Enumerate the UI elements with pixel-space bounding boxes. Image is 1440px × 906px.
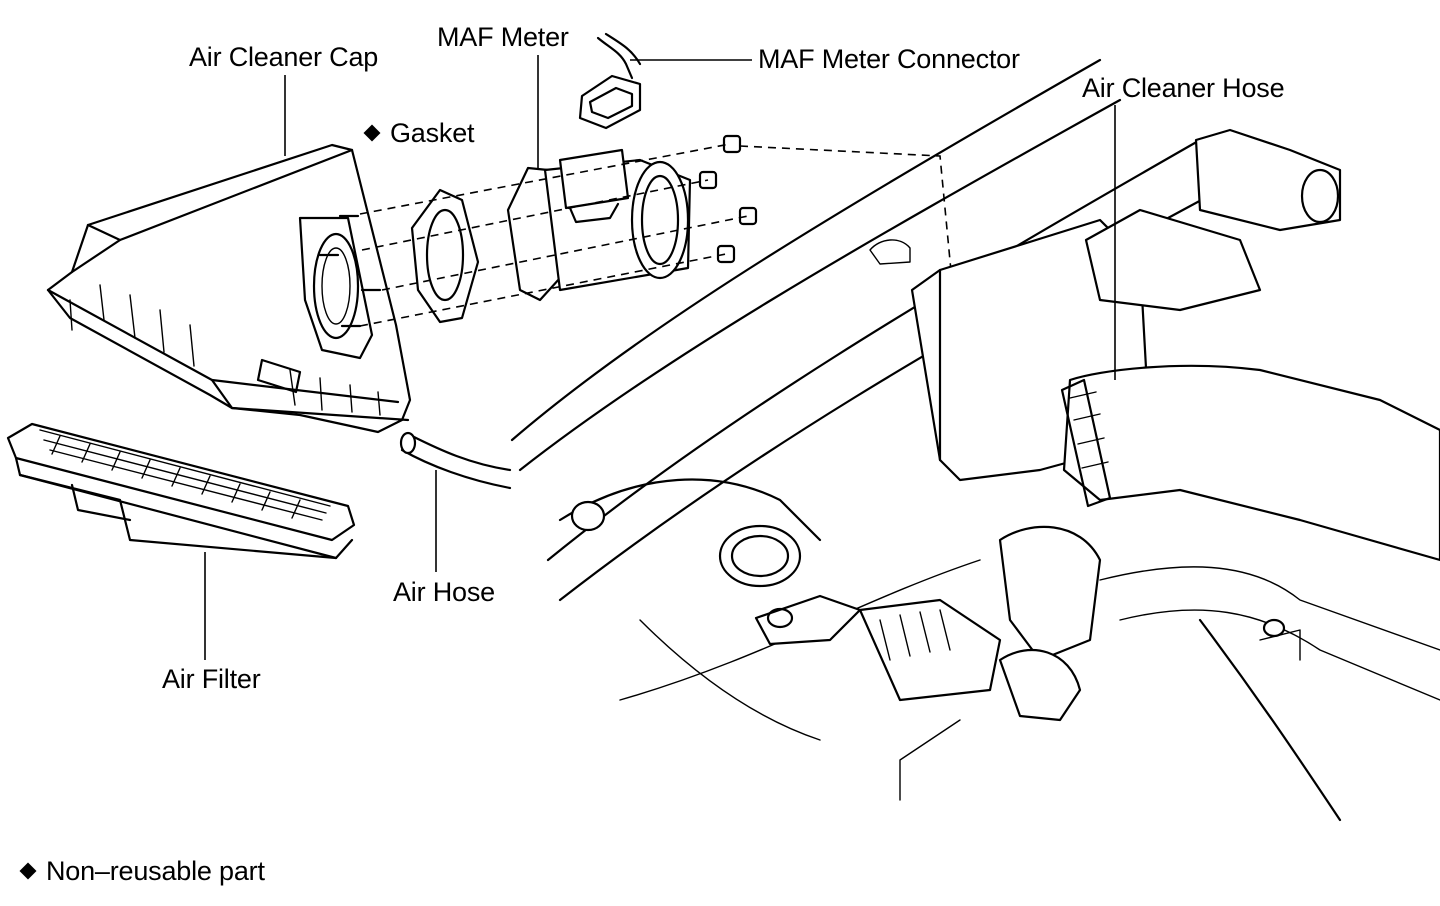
label-air-cleaner-hose: Air Cleaner Hose <box>1082 73 1285 103</box>
label-gasket: Gasket <box>363 118 475 148</box>
label-air-hose: Air Hose <box>393 577 495 607</box>
engine-bay-drawing <box>510 58 1440 822</box>
maf-connector-drawing <box>578 32 642 130</box>
air-filter-drawing <box>6 422 356 560</box>
label-maf-meter: MAF Meter <box>437 22 569 52</box>
label-air-cleaner-cap: Air Cleaner Cap <box>189 42 379 72</box>
leader-lines <box>204 55 1116 660</box>
label-gasket-text: Gasket <box>390 118 475 148</box>
label-maf-meter-connector: MAF Meter Connector <box>758 44 1020 74</box>
label-air-filter: Air Filter <box>162 664 261 694</box>
non-reusable-diamond-icon <box>363 124 381 142</box>
legend-text: Non–reusable part <box>46 856 265 886</box>
air-hose-drawing <box>399 431 512 490</box>
gasket-drawing <box>410 188 480 324</box>
legend-non-reusable: Non–reusable part <box>19 856 265 886</box>
air-cleaner-cap-drawing <box>46 143 412 434</box>
legend-diamond-icon <box>19 862 37 880</box>
nuts-drawing <box>698 134 758 264</box>
maf-meter-drawing <box>506 148 692 302</box>
